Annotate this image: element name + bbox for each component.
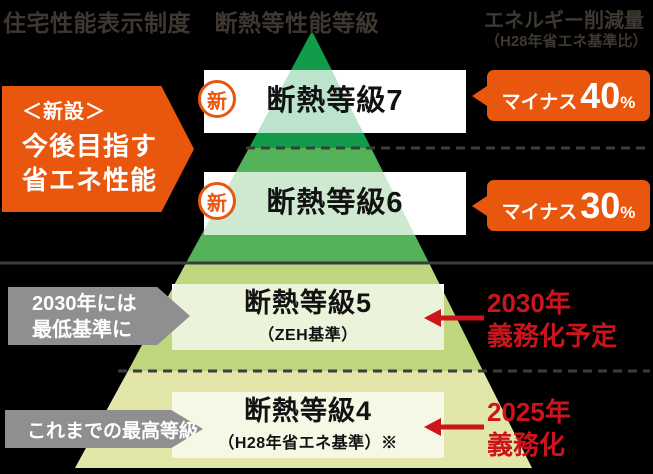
- note-2030-mandatory: 2030年 義務化予定: [487, 287, 617, 353]
- reduction-bubble-40: マイナス40%: [472, 70, 650, 121]
- note-2025-mandatory-line1: 2025年: [487, 397, 571, 427]
- grade7-box: [204, 70, 466, 133]
- bubble-tail-icon: [472, 195, 487, 216]
- red-left-arrow-icon: [424, 309, 484, 327]
- note-2030-minimum: 2030年には 最低基準に: [8, 287, 190, 345]
- grade4-box: [172, 392, 444, 458]
- grade5-box: [172, 284, 444, 350]
- bubble-tail-icon: [472, 85, 487, 106]
- note-2025-mandatory-line2: 義務化: [487, 430, 566, 460]
- reduction30-prefix: マイナス: [501, 202, 578, 223]
- reduction40-value: 40: [580, 75, 621, 116]
- reduction30-value: 30: [580, 185, 621, 226]
- red-left-arrow-icon: [424, 418, 484, 436]
- note-highest-grade: これまでの最高等級: [5, 410, 203, 448]
- new-target-callout: ＜新設＞ 今後目指す 省エネ性能: [2, 86, 194, 212]
- note-2030-line1: 2030年には: [32, 293, 137, 315]
- new-target-line1: ＜新設＞: [22, 101, 106, 123]
- new-badge-icon: 新: [198, 80, 236, 118]
- note-2030-mandatory-line2: 義務化予定: [487, 321, 618, 351]
- grade6-box: [204, 172, 466, 235]
- new-badge-grade7-text: 新: [207, 90, 227, 113]
- energy-reduction-title: エネルギー削減量: [484, 10, 644, 32]
- new-target-line2: 今後目指す: [22, 131, 158, 161]
- reduction40-prefix: マイナス: [501, 92, 578, 113]
- reduction-bubble-30: マイナス30%: [472, 180, 650, 231]
- page-title: 住宅性能表示制度 断熱等性能等級: [3, 10, 379, 36]
- note-2025-mandatory: 2025年 義務化: [487, 396, 571, 462]
- note-2030-mandatory-line1: 2030年: [487, 288, 571, 318]
- energy-reduction-subtitle: （H28年省エネ基準比）: [485, 33, 648, 50]
- note-2030-line2: 最低基準に: [32, 319, 132, 341]
- note-highest-grade-text: これまでの最高等級: [27, 420, 199, 442]
- new-badge-icon: 新: [198, 182, 236, 220]
- new-badge-grade6-text: 新: [207, 192, 227, 215]
- reduction30-unit: %: [620, 203, 636, 222]
- new-target-line3: 省エネ性能: [22, 165, 158, 195]
- reduction40-unit: %: [620, 93, 636, 112]
